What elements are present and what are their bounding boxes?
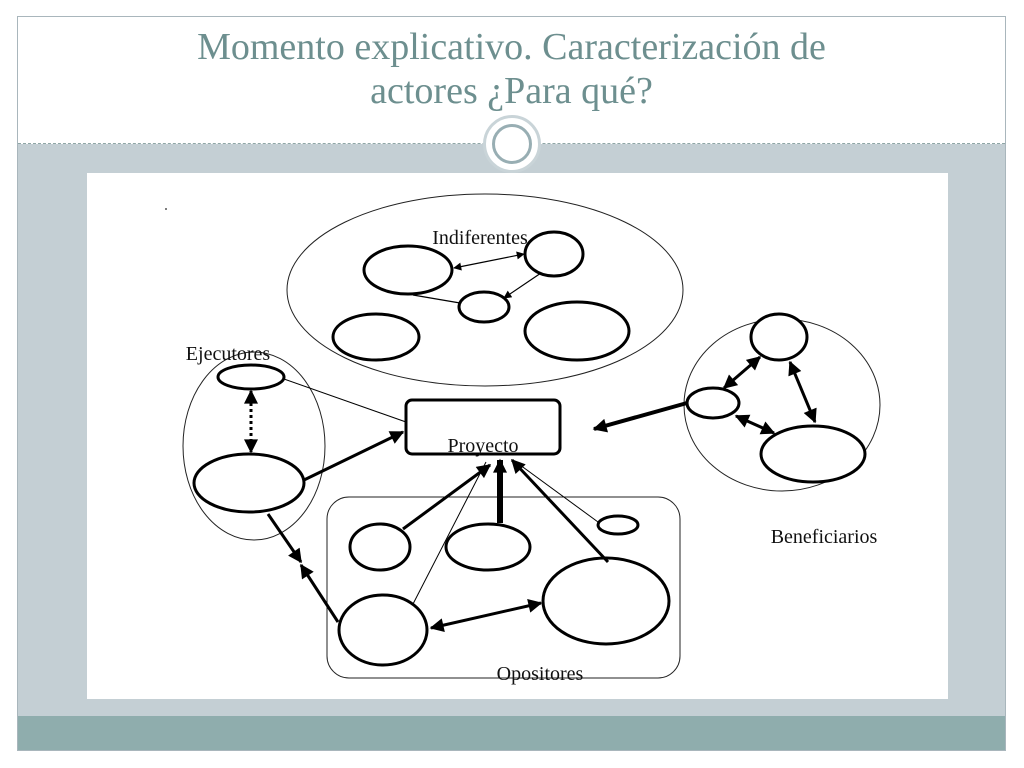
actor-node: [192, 452, 306, 514]
slide-title-line-2: actores ¿Para qué?: [370, 70, 653, 112]
opositores-group-outline: [326, 496, 681, 679]
actor-node: [685, 386, 741, 420]
slide-title-line-1: Momento explicativo. Caracterización de: [197, 26, 826, 68]
actor-node: [348, 522, 412, 572]
stray-dot: [165, 208, 167, 210]
diagram-panel: Indiferentes Ejecutores Beneficiarios Op…: [87, 173, 948, 699]
relation-arrow: [734, 414, 776, 435]
actor-node: [596, 514, 640, 536]
indiferentes-group-outline: [286, 193, 684, 387]
actor-node: [216, 363, 286, 391]
bottom-band: [18, 716, 1005, 750]
relation-arrow: [510, 458, 610, 564]
relation-arrow: [788, 360, 817, 424]
actor-node: [523, 230, 585, 278]
relation-line: [412, 294, 461, 304]
relation-line: [412, 461, 487, 605]
actor-node: [541, 556, 671, 646]
actor-node: [759, 424, 867, 484]
relation-line: [283, 378, 407, 423]
relation-arrow: [303, 430, 405, 482]
actor-node: [457, 290, 511, 324]
proyecto-label: Proyecto: [447, 435, 518, 457]
actor-node: [362, 244, 454, 296]
relation-arrow: [592, 401, 688, 433]
relation-arrow: [453, 251, 525, 271]
relation-arrow: [402, 463, 492, 531]
relation-arrow: [299, 563, 340, 623]
ornament-circle: [483, 115, 541, 173]
actor-node: [337, 593, 429, 667]
relation-arrow: [722, 355, 762, 390]
actor-node: [444, 522, 532, 572]
beneficiarios-label: Beneficiarios: [771, 526, 878, 548]
actors-diagram: Indiferentes Ejecutores Beneficiarios Op…: [165, 193, 881, 685]
relation-arrow: [266, 513, 303, 564]
actor-node: [749, 312, 809, 362]
ejecutores-group-outline: [182, 351, 326, 541]
actor-node: [331, 312, 421, 362]
relation-arrow: [503, 272, 542, 299]
ornament-ring: [492, 124, 532, 164]
ejecutores-label: Ejecutores: [186, 343, 271, 365]
slide-frame: Momento explicativo. Caracterización de …: [17, 16, 1006, 751]
proyecto-node: [404, 398, 562, 456]
indiferentes-label: Indiferentes: [432, 227, 528, 249]
opositores-label: Opositores: [497, 663, 584, 685]
relation-arrow: [429, 598, 543, 633]
relation-line: [515, 461, 599, 523]
actor-node: [523, 300, 631, 362]
slide-title: Momento explicativo. Caracterización de …: [38, 25, 985, 113]
